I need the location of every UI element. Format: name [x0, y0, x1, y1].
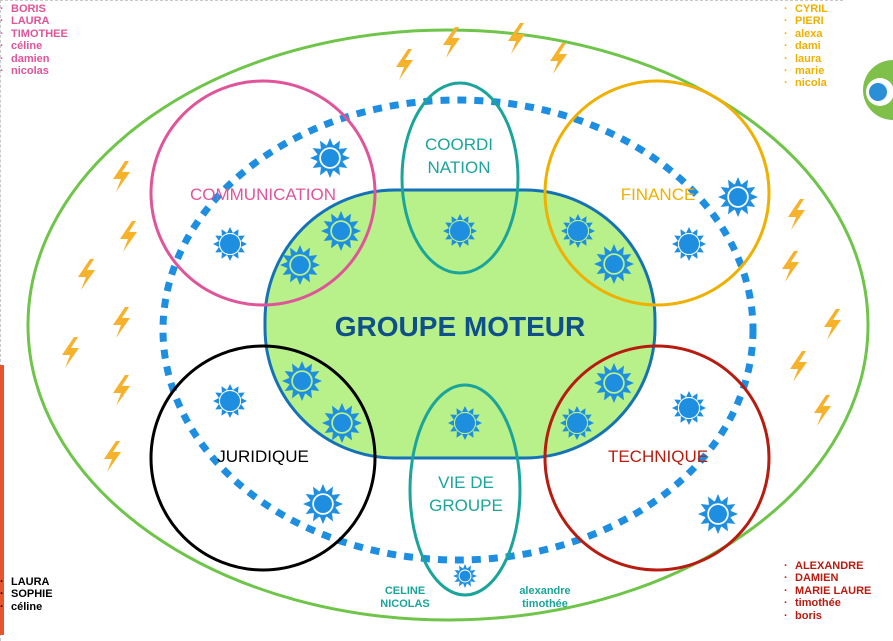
- lightning-icon: [788, 199, 805, 230]
- label-vie-de-groupe-line2: GROUPE: [429, 496, 503, 515]
- list-item: MARIE LAURE: [784, 585, 871, 597]
- list-item: LAURA: [0, 15, 68, 27]
- label-coordination-line1: COORDI: [425, 135, 493, 154]
- lightning-icon: [550, 43, 567, 74]
- list-item: nicola: [784, 77, 828, 89]
- lightning-icon: [113, 161, 130, 192]
- list-item: laura: [784, 53, 828, 65]
- lightning-icon: [824, 309, 841, 340]
- circle-juridique: [149, 344, 377, 572]
- lightning-icon: [113, 307, 130, 338]
- name-line: CELINE: [384, 585, 426, 597]
- list-item: damien: [0, 53, 68, 65]
- sun-icon: [672, 227, 706, 261]
- members-list-bottom-right-clip: ALEXANDRE DAMIEN MARIE LAURE timothée bo…: [784, 560, 893, 638]
- lightning-icon: [120, 221, 137, 252]
- logo-fragment: [845, 0, 893, 220]
- lightning-icon: [443, 27, 460, 58]
- list-item: ALEXANDRE: [784, 560, 871, 572]
- sun-icon: [716, 175, 760, 219]
- list-item: BORIS: [0, 3, 68, 15]
- list-item: LAURA: [0, 576, 53, 588]
- list-item: SOPHIE: [0, 588, 53, 600]
- members-list-top-right-clip: CYRIL PIERI alexa dami laura marie nicol…: [784, 3, 844, 113]
- circle-technique: [543, 344, 771, 572]
- label-juridique: JURIDIQUE: [217, 447, 309, 466]
- list-item: boris: [784, 610, 871, 622]
- circle-finance: [543, 79, 771, 307]
- outer-ellipse: [26, 28, 870, 622]
- list-item: CYRIL: [784, 3, 828, 15]
- members-list-bottom-right: ALEXANDRE DAMIEN MARIE LAURE timothée bo…: [784, 560, 871, 622]
- circle-communication: [149, 79, 377, 307]
- label-coordination-line2: NATION: [428, 158, 491, 177]
- list-item: PIERI: [784, 15, 828, 27]
- oval-coordination: [400, 81, 520, 275]
- left-edge-bar: [0, 365, 4, 635]
- lightning-icon: [814, 395, 831, 426]
- label-communication: COMMUNICATION: [190, 185, 336, 204]
- sun-icon: [213, 384, 247, 418]
- members-list-top-left: BORIS LAURA TIMOTHEE céline damien nicol…: [0, 3, 68, 77]
- lightning-icon: [782, 251, 799, 282]
- page-frame-left: [0, 0, 2, 641]
- label-finance: FINANCE: [621, 185, 696, 204]
- name-line: NICOLAS: [380, 598, 430, 610]
- sun-icon: [301, 482, 345, 526]
- list-item: alexa: [784, 28, 828, 40]
- sun-icon: [696, 492, 740, 536]
- list-item: dami: [784, 40, 828, 52]
- lightning-icon: [62, 337, 79, 368]
- lightning-icon: [113, 375, 130, 406]
- name-line: timothée: [522, 598, 568, 610]
- list-item: TIMOTHEE: [0, 28, 68, 40]
- list-item: nicolas: [0, 65, 68, 77]
- oval-vie-de-groupe: [408, 383, 522, 597]
- sun-icon: [452, 563, 478, 589]
- name-line: alexandre: [519, 585, 571, 597]
- groupe-moteur-core: [263, 188, 657, 460]
- label-technique: TECHNIQUE: [608, 447, 708, 466]
- vie-de-groupe-names-right: alexandre timothée: [500, 585, 590, 611]
- label-vie-de-groupe-line1: VIE DE: [438, 473, 494, 492]
- sun-icon: [308, 136, 352, 180]
- dotted-ring: [159, 96, 757, 564]
- members-list-bottom-left: LAURA SOPHIE céline: [0, 576, 53, 613]
- list-item: marie: [784, 65, 828, 77]
- list-item: DAMIEN: [784, 572, 871, 584]
- lightning-icon: [78, 259, 95, 290]
- vie-de-groupe-names-left: CELINE NICOLAS: [365, 585, 445, 611]
- sun-icon: [672, 391, 706, 425]
- lightning-icon: [396, 49, 413, 80]
- lightning-icon: [790, 351, 807, 382]
- list-item: céline: [0, 601, 53, 613]
- list-item: céline: [0, 40, 68, 52]
- center-title: GROUPE MOTEUR: [335, 311, 585, 342]
- list-item: timothée: [784, 597, 871, 609]
- lightning-icon: [104, 441, 121, 472]
- lightning-icon: [508, 23, 525, 54]
- members-list-top-right: CYRIL PIERI alexa dami laura marie nicol…: [784, 3, 828, 90]
- sun-icon: [213, 227, 247, 261]
- page-frame-top: [0, 0, 893, 2]
